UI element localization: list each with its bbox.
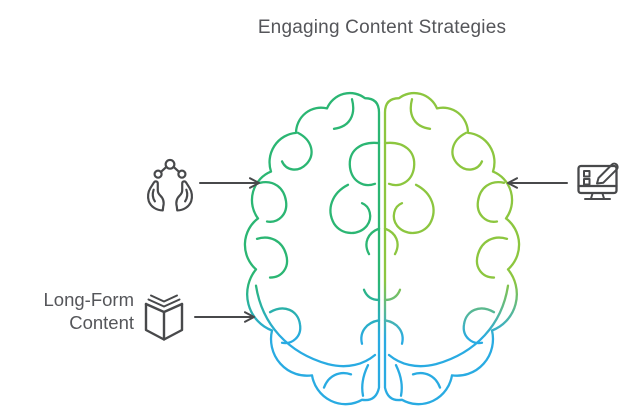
brain-right-hemisphere: [383, 91, 521, 406]
brain-left-hemisphere: [243, 91, 381, 406]
label-line-1: Long-Form: [43, 289, 134, 310]
screen-edit-icon: [577, 162, 619, 200]
arrow-left-to-brain: [507, 177, 568, 189]
label-line-2: Content: [69, 312, 134, 333]
open-book-icon: [144, 294, 184, 341]
page-title: Engaging Content Strategies: [257, 17, 507, 38]
arrow-right-to-brain-bottom: [194, 311, 255, 323]
arrow-right-to-brain-top: [199, 177, 260, 189]
brain-illustration: [243, 91, 521, 406]
long-form-content-label: Long-Form Content: [16, 288, 134, 334]
hands-sharing-icon: [146, 158, 194, 212]
